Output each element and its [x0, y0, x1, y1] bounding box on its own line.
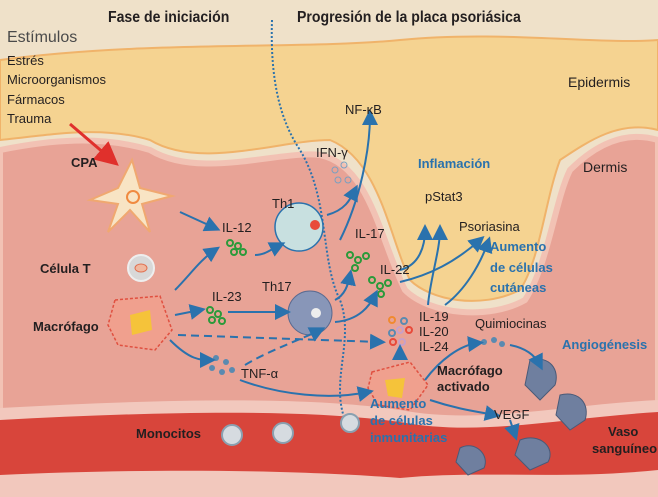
dermis-label: Dermis — [583, 159, 628, 175]
stimulus-arrow — [69, 122, 119, 166]
cytokine-dots-green — [206, 239, 392, 325]
epidermis-label: Epidermis — [568, 74, 631, 90]
skin-cells-label: de células — [490, 260, 553, 275]
skin-cells-label: cutáneas — [490, 280, 547, 295]
cpa-label: CPA — [71, 155, 98, 170]
t-cell-label: Célula T — [40, 261, 91, 276]
monocytes — [221, 413, 360, 446]
immune-cells-label: de células — [370, 413, 433, 428]
inflammation-label: Inflamación — [418, 156, 491, 171]
signaling-arrows — [169, 109, 543, 441]
pstat3-label: pStat3 — [425, 189, 463, 204]
immune-cells-label: inmunitarias — [370, 430, 448, 445]
vessel-label: Vaso — [608, 424, 639, 439]
vessel-label: sanguíneo — [592, 441, 658, 456]
stimulus-item: Trauma — [7, 111, 52, 126]
th17-label: Th17 — [262, 279, 292, 294]
il17-label: IL-17 — [355, 226, 385, 241]
th1-label: Th1 — [272, 196, 295, 211]
ifn-gamma-label: IFN-γ — [316, 145, 348, 160]
stimulus-item: Fármacos — [7, 92, 65, 107]
il24-label: IL-24 — [419, 339, 449, 354]
vessel-endothelial-cells — [455, 358, 587, 476]
stimuli-title: Estímulos — [7, 29, 78, 46]
skin-cells-label: Aumento — [490, 239, 547, 254]
header-initiation-phase: Fase de iniciación — [108, 9, 230, 26]
tnf-alpha-label: TNF-α — [241, 366, 279, 381]
th17-cell — [287, 290, 333, 336]
il23-label: IL-23 — [212, 289, 242, 304]
immune-cells-label: Aumento — [370, 396, 427, 411]
activated-macrophage-label: Macrófago — [437, 363, 503, 378]
monocytes-label: Monocitos — [136, 426, 201, 441]
nfkb-label: NF-κB — [345, 102, 382, 117]
il12-label: IL-12 — [222, 220, 252, 235]
vegf-label: VEGF — [494, 407, 530, 422]
th1-cell — [274, 202, 324, 252]
chemokines-label: Quimiocinas — [475, 316, 547, 331]
header-progression-phase: Progresión de la placa psoriásica — [297, 9, 521, 26]
il20-label: IL-20 — [419, 324, 449, 339]
il22-label: IL-22 — [380, 262, 410, 277]
angiogenesis-label: Angiogénesis — [562, 337, 648, 352]
psoriasin-label: Psoriasina — [459, 219, 520, 234]
epidermis-layer — [0, 35, 658, 302]
il19-label: IL-19 — [419, 309, 449, 324]
macrophage-label: Macrófago — [33, 319, 99, 334]
stimulus-item: Estrés — [7, 53, 44, 68]
stimulus-item: Microorganismos — [7, 72, 106, 87]
activated-macrophage-label: activado — [437, 379, 490, 394]
dotted-phase-divider — [270, 19, 346, 421]
